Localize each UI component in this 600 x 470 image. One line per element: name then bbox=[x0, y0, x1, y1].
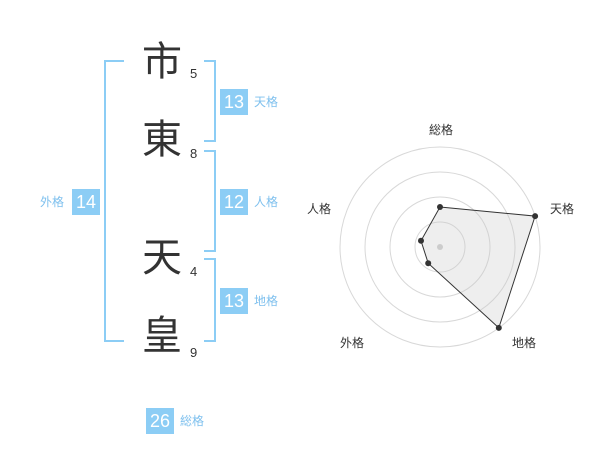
gaikaku-value: 14 bbox=[72, 189, 101, 215]
radar-axis-label-gaikaku: 外格 bbox=[340, 335, 364, 350]
radar-ring-2 bbox=[389, 196, 491, 298]
radar-ring-1 bbox=[414, 221, 466, 273]
radar-axis-label-soukaku: 総格 bbox=[429, 122, 453, 137]
stroke-count-1: 5 bbox=[190, 66, 198, 81]
radar-point-3 bbox=[495, 324, 502, 331]
tenkaku-value: 13 bbox=[220, 89, 249, 115]
soukaku-label: 総格 bbox=[180, 414, 205, 428]
radar-point-2 bbox=[532, 213, 539, 220]
radar-point-4 bbox=[425, 260, 432, 267]
chikaku-bracket bbox=[204, 258, 216, 342]
radar-axis-label-tenkaku: 天格 bbox=[550, 201, 574, 216]
tenkaku-bracket bbox=[204, 60, 216, 142]
radar-point-5 bbox=[418, 237, 424, 244]
radar-points bbox=[418, 204, 539, 331]
stroke-count-4: 9 bbox=[190, 345, 198, 360]
radar-grid bbox=[339, 146, 541, 348]
jinkaku-bracket bbox=[204, 150, 216, 252]
radar-area bbox=[420, 206, 536, 329]
chikaku-label: 地格 bbox=[254, 294, 279, 308]
name-char-4: 皇 bbox=[142, 313, 182, 359]
radar-axis-label-chikaku: 地格 bbox=[512, 335, 536, 350]
radar-ring-4 bbox=[339, 146, 541, 348]
radar-ring-3 bbox=[364, 171, 516, 323]
name-char-3: 天 bbox=[142, 235, 182, 281]
tenkaku-label: 天格 bbox=[254, 95, 279, 109]
radar-center-dot bbox=[437, 244, 443, 250]
stroke-count-3: 4 bbox=[190, 264, 198, 279]
radar-axis-label-jinkaku: 人格 bbox=[307, 201, 331, 216]
stroke-count-2: 8 bbox=[190, 146, 198, 161]
name-char-1: 市 bbox=[142, 39, 182, 85]
gaikaku-bracket bbox=[104, 60, 124, 342]
soukaku-value: 26 bbox=[146, 408, 175, 434]
chikaku-value: 13 bbox=[220, 288, 249, 314]
gaikaku-label: 外格 bbox=[40, 195, 65, 209]
name-char-2: 東 bbox=[142, 117, 182, 163]
radar-point-1 bbox=[437, 204, 443, 210]
jinkaku-label: 人格 bbox=[254, 195, 279, 209]
jinkaku-value: 12 bbox=[220, 189, 249, 215]
